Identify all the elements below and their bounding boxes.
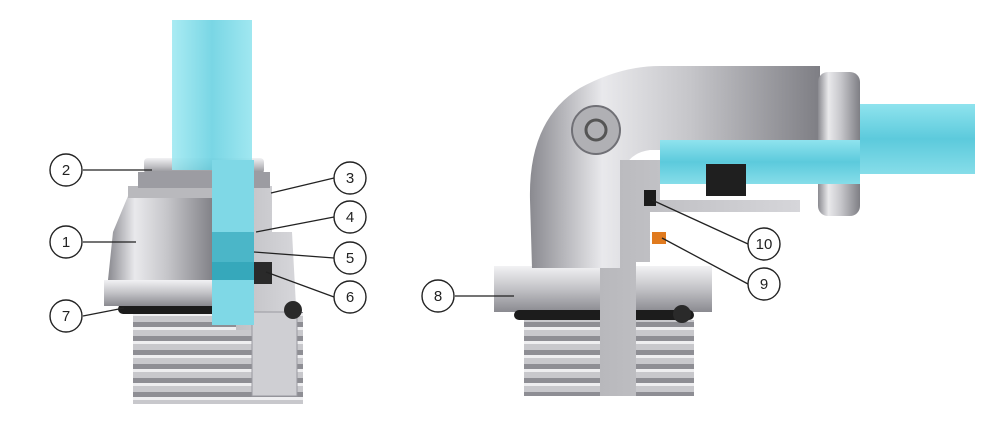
elbow-fitting-tube <box>660 140 860 184</box>
callout-label-3: 3 <box>346 170 354 187</box>
leader-line-5 <box>253 251 335 259</box>
callout-circle-9 <box>747 267 781 301</box>
callout-circle-10 <box>747 227 781 261</box>
leader-line-4 <box>255 216 335 233</box>
elbow-fitting-cut-section <box>600 160 800 396</box>
straight-fitting-seal-outer <box>284 301 302 319</box>
callout-label-6: 6 <box>346 289 354 306</box>
elbow-fitting-black-seal <box>644 190 656 206</box>
elbow-fitting <box>494 66 975 396</box>
straight-fitting-hex-body <box>108 196 215 305</box>
callout-circle-7 <box>49 299 83 333</box>
callout-label-7: 7 <box>62 308 70 325</box>
callout-label-9: 9 <box>760 276 768 293</box>
elbow-fitting-seal-outer <box>673 305 691 323</box>
leader-line-10 <box>651 199 749 245</box>
callout-label-1: 1 <box>62 234 70 251</box>
elbow-fitting-logo <box>571 105 621 155</box>
callout-label-10: 10 <box>756 236 773 253</box>
leader-line-9 <box>661 237 749 285</box>
callout-circle-3 <box>333 161 367 195</box>
straight-fitting-cut-thread <box>251 311 298 397</box>
leader-line-7 <box>82 307 125 317</box>
straight-fitting-tube-ring <box>212 232 254 262</box>
callout-circle-4 <box>333 200 367 234</box>
elbow-fitting-tube-outside <box>860 104 975 174</box>
leader-line-6 <box>265 271 335 298</box>
callout-label-2: 2 <box>62 162 70 179</box>
elbow-fitting-logo-inner <box>584 118 608 142</box>
callout-circle-1 <box>49 225 83 259</box>
leader-line-3 <box>270 177 335 194</box>
straight-fitting-seal <box>254 262 272 284</box>
callout-circle-8 <box>421 279 455 313</box>
straight-fitting-tube <box>172 20 252 170</box>
elbow-fitting-orange-ring <box>652 232 666 244</box>
callout-label-4: 4 <box>346 209 354 226</box>
callout-circle-6 <box>333 280 367 314</box>
callout-label-5: 5 <box>346 250 354 267</box>
callout-circle-5 <box>333 241 367 275</box>
straight-fitting-grab-ring <box>212 262 254 280</box>
callouts: 2 1 7 3 4 5 6 8 10 9 <box>49 153 781 333</box>
callout-circle-2 <box>49 153 83 187</box>
straight-fitting <box>104 20 303 404</box>
elbow-fitting-grab-ring <box>706 164 746 196</box>
callout-label-8: 8 <box>434 288 442 305</box>
